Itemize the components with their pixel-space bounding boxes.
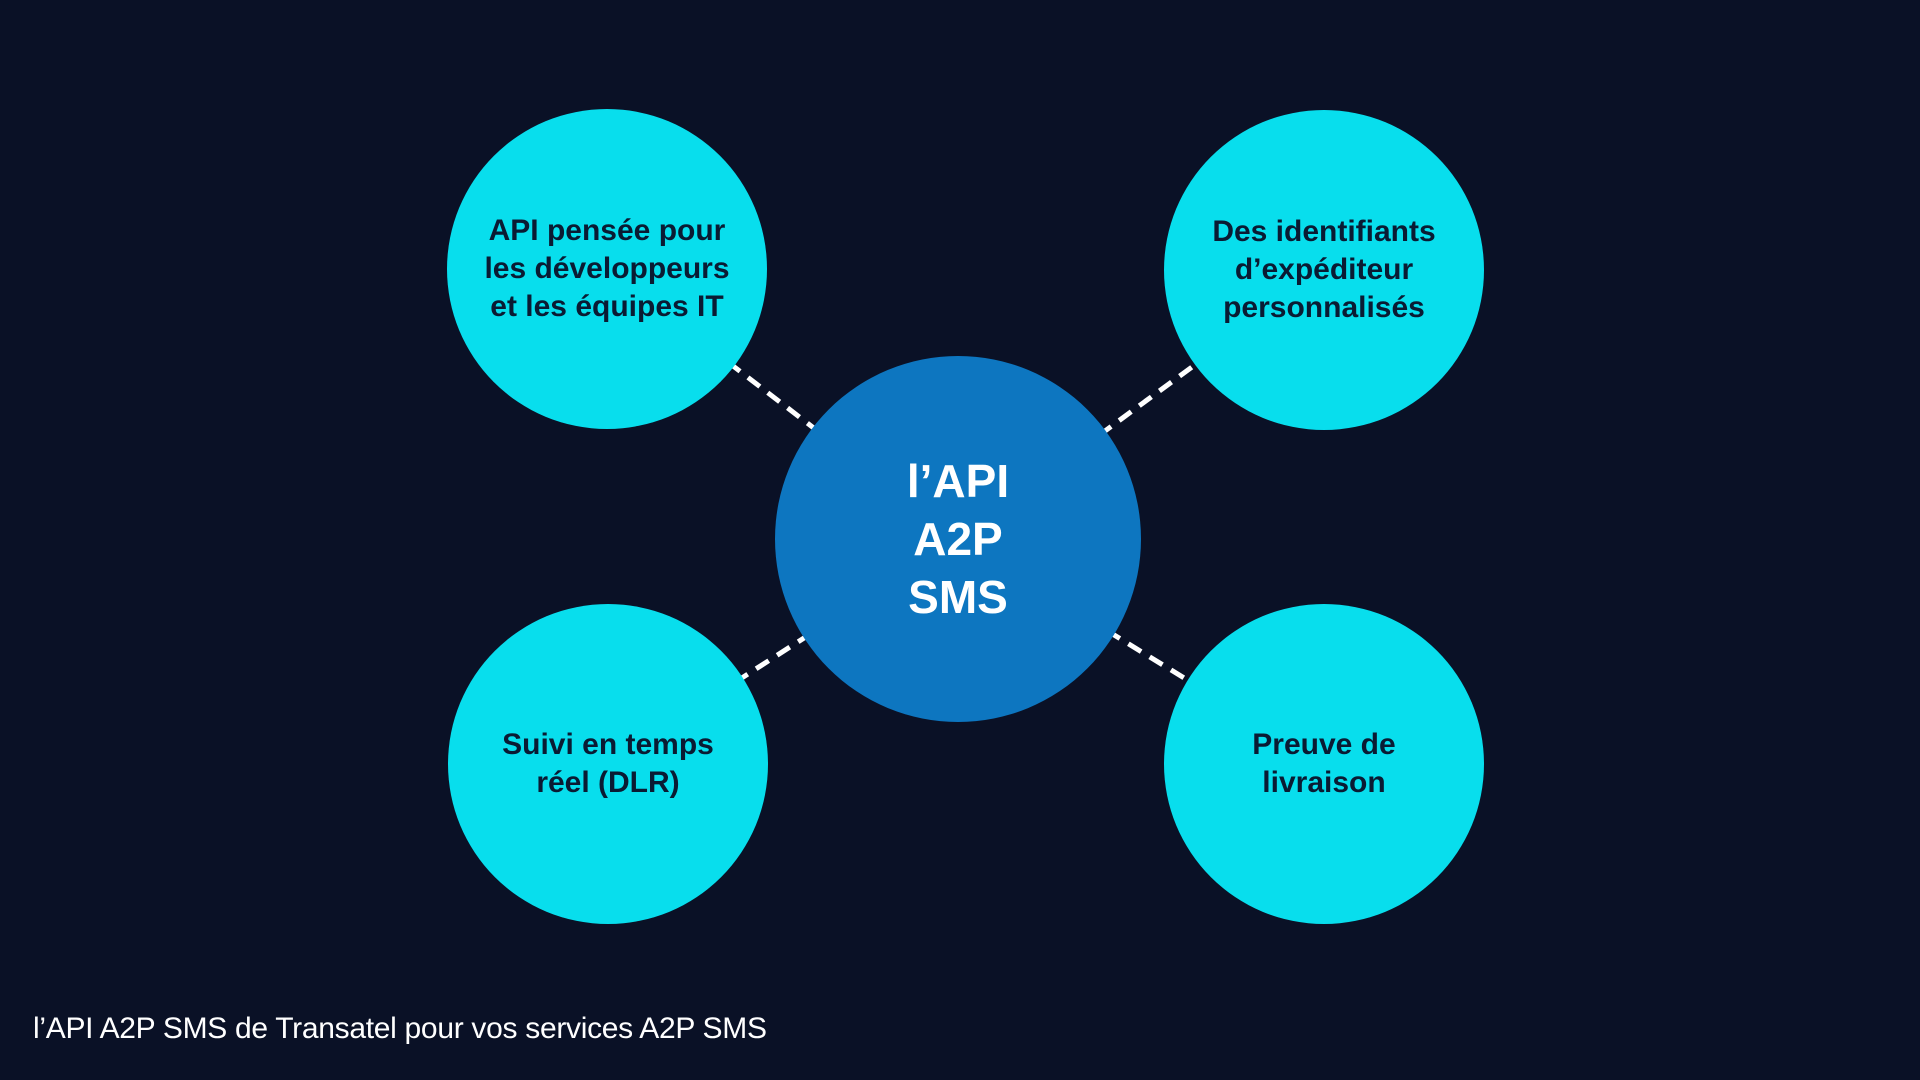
node-developer-api-label: API pensée pour les développeurs et les … bbox=[484, 212, 729, 326]
node-center-line-1: l’API bbox=[906, 455, 1010, 507]
node-dlr-tracking: Suivi en temps réel (DLR) bbox=[448, 604, 768, 924]
node-center-line-3: SMS bbox=[908, 571, 1008, 623]
node-delivery-proof: Preuve de livraison bbox=[1164, 604, 1484, 924]
node-sender-ids-line-3: personnalisés bbox=[1223, 291, 1425, 324]
node-sender-ids: Des identifiants d’expéditeur personnali… bbox=[1164, 110, 1484, 430]
node-center-line-2: A2P bbox=[913, 513, 1003, 565]
diagram-caption: l’API A2P SMS de Transatel pour vos serv… bbox=[33, 1012, 767, 1045]
node-sender-ids-label: Des identifiants d’expéditeur personnali… bbox=[1212, 213, 1435, 327]
node-delivery-proof-label: Preuve de livraison bbox=[1252, 726, 1395, 802]
node-developer-api: API pensée pour les développeurs et les … bbox=[447, 109, 767, 429]
node-developer-api-line-3: et les équipes IT bbox=[490, 290, 724, 323]
connector-bottom-left-line bbox=[606, 536, 960, 767]
node-dlr-tracking-line-1: Suivi en temps bbox=[502, 728, 714, 761]
node-developer-api-line-1: API pensée pour bbox=[488, 214, 726, 247]
node-developer-api-line-2: les développeurs bbox=[484, 252, 730, 285]
node-sender-ids-line-1: Des identifiants bbox=[1212, 215, 1436, 248]
node-center-label: l’API A2P SMS bbox=[907, 452, 1009, 626]
node-dlr-tracking-line-2: réel (DLR) bbox=[536, 766, 680, 799]
node-center-api-a2p-sms: l’API A2P SMS bbox=[775, 356, 1141, 722]
node-dlr-tracking-label: Suivi en temps réel (DLR) bbox=[502, 726, 714, 802]
node-delivery-proof-line-2: livraison bbox=[1262, 766, 1386, 799]
node-delivery-proof-line-1: Preuve de bbox=[1252, 728, 1396, 761]
node-sender-ids-line-2: d’expéditeur bbox=[1234, 253, 1414, 286]
